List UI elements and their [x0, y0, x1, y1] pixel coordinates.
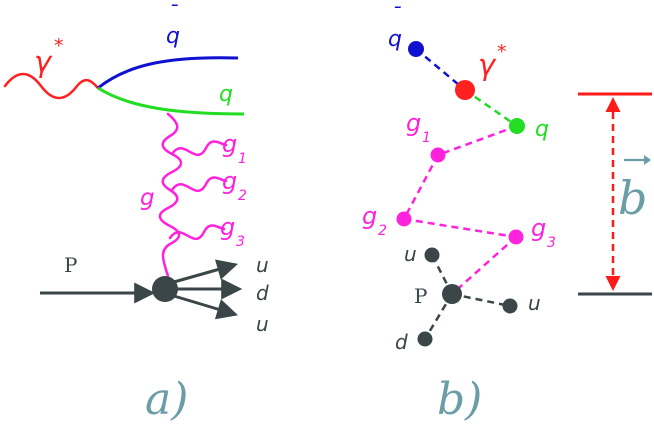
proton-vertex — [152, 276, 178, 302]
proton-d-link — [423, 293, 454, 340]
g3-label-a: g — [220, 213, 235, 241]
d-dot — [417, 331, 433, 347]
g3-sub-a: 3 — [236, 234, 245, 250]
antiquark-line — [97, 56, 239, 90]
g2-label-a: g — [222, 167, 237, 195]
gluon-label-a: g — [140, 185, 155, 211]
antiquark-photon-link — [415, 48, 466, 91]
proton-label-b: P — [414, 284, 427, 308]
out-u-top-label: u — [256, 253, 269, 277]
photon-label-b: γ — [478, 48, 497, 82]
antiquark-bar-a: ¯ — [168, 1, 178, 25]
u-right-dot — [502, 298, 518, 314]
proton-u-right-link — [451, 292, 511, 308]
gluon-line — [158, 112, 183, 278]
g2-dot — [396, 211, 412, 227]
out-d-label: d — [256, 281, 269, 305]
g1-sub-a: 1 — [238, 151, 247, 167]
g2-g3-link — [403, 217, 517, 239]
photon-star-a: * — [54, 35, 64, 57]
photon-dot — [455, 80, 475, 100]
g3-dot — [508, 229, 524, 245]
g3-proton-link — [451, 236, 517, 295]
impact-vector-head — [644, 155, 651, 165]
proton-dot — [442, 284, 462, 304]
quark-line — [97, 86, 245, 116]
quark-label-a: q — [219, 82, 233, 107]
antiquark-dot — [408, 41, 424, 57]
g3-sub-b: 3 — [547, 235, 556, 251]
g1-g2-link — [402, 154, 440, 220]
photon-quark-link — [464, 88, 518, 128]
g1-dot — [430, 147, 446, 163]
gluon-g2-emission — [170, 176, 228, 192]
g1-label-a: g — [222, 130, 237, 158]
g2-sub-a: 2 — [238, 188, 247, 204]
outgoing-u-top-arrow — [173, 259, 239, 284]
photon-line — [3, 72, 100, 100]
g1-label-b: g — [406, 109, 421, 137]
panel-b-diagram: ¯ q γ * q g 1 g 2 g 3 u P u d b b) — [362, 3, 652, 425]
quark-g1-link — [437, 124, 518, 157]
antiquark-label-a: q — [166, 24, 180, 49]
gluon-g3-emission — [168, 224, 226, 240]
g1-sub-b: 1 — [422, 130, 431, 146]
photon-label-a: γ — [34, 45, 53, 79]
photon-star-b: * — [497, 41, 507, 63]
out-u-bottom-label: u — [256, 312, 269, 336]
g2-sub-b: 2 — [378, 223, 387, 239]
u-top-dot — [424, 247, 440, 263]
quark-dot — [509, 118, 525, 134]
g2-label-b: g — [362, 202, 377, 230]
antiquark-bar-b: ¯ — [391, 3, 401, 27]
quark-label-b: q — [535, 117, 549, 142]
g3-label-b: g — [531, 214, 546, 242]
panel-b-caption: b) — [437, 374, 482, 425]
gluon-g1-emission — [170, 140, 228, 156]
panel-a-diagram: γ * ¯ q q g g 1 g 2 g 3 P u d u a) — [3, 1, 269, 425]
u-top-label-b: u — [404, 242, 417, 266]
impact-parameter-label: b — [618, 171, 647, 225]
u-right-label-b: u — [528, 291, 541, 315]
panel-a-caption: a) — [145, 374, 188, 425]
outgoing-u-bottom-arrow — [173, 294, 239, 320]
antiquark-label-b: q — [388, 27, 402, 52]
proton-label-a: P — [64, 253, 77, 277]
d-label-b: d — [395, 330, 408, 354]
